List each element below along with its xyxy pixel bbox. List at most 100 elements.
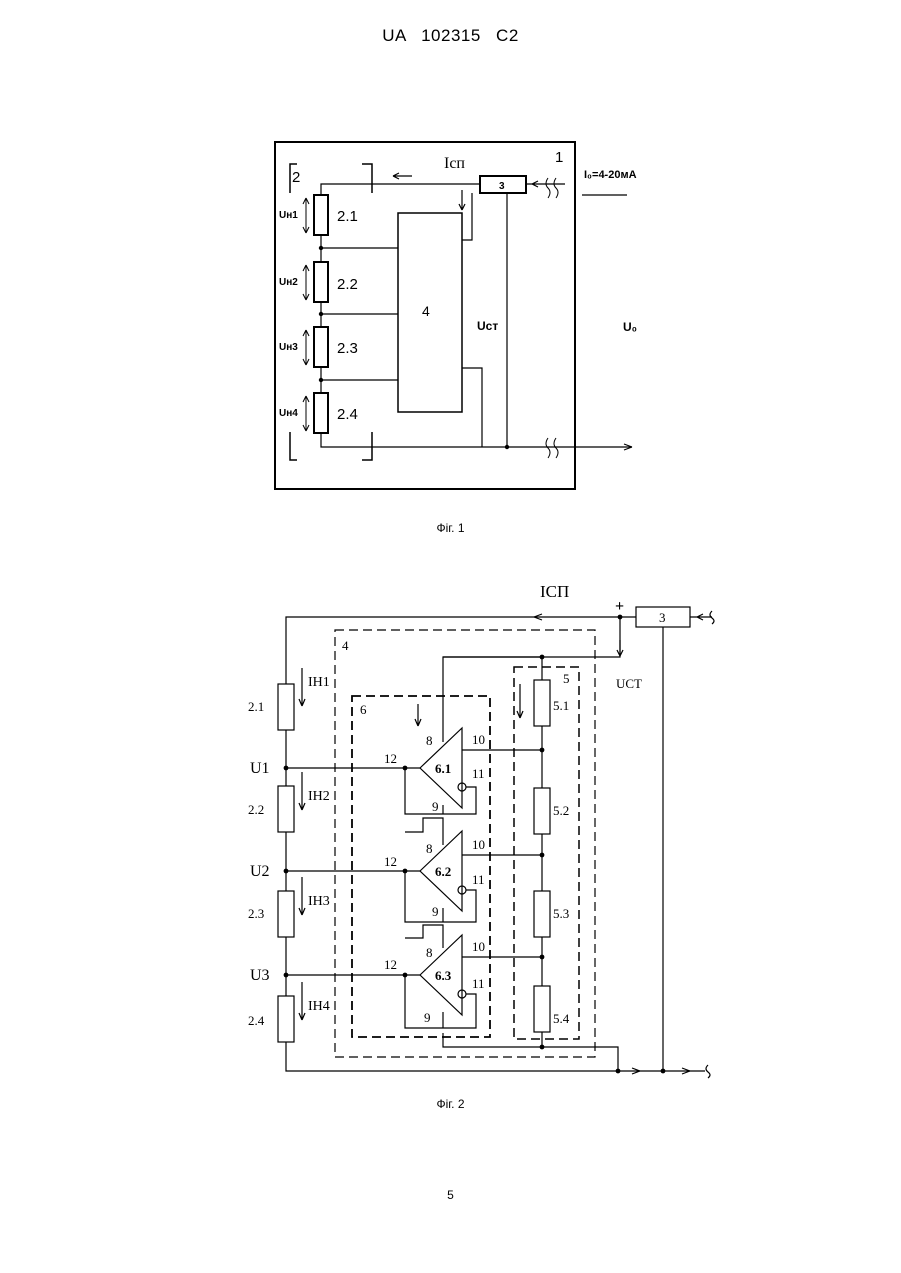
fig1-break-top [546, 178, 558, 198]
fig1-label-2-2: 2.2 [337, 276, 358, 293]
fig2-ust-arrow [617, 640, 623, 656]
fig2-input-wire [690, 614, 712, 620]
fig1-label-u0: U₀ [623, 320, 637, 334]
fig2-input-break [710, 611, 714, 624]
fig2-label-5-1: 5.1 [553, 698, 569, 713]
fig1-node [319, 312, 323, 316]
fig2-label-6-3: 6.3 [435, 968, 452, 983]
fig2-pin8-arrow [415, 684, 523, 726]
fig2-node [616, 1069, 621, 1074]
page-number: 5 [0, 1188, 901, 1202]
fig2-node [284, 766, 289, 771]
fig2-node [618, 615, 623, 620]
fig2-label-plus: + [615, 598, 624, 615]
fig1-resistor-chain [321, 235, 632, 447]
fig2-label-2-4: 2.4 [248, 1013, 265, 1028]
fig2-pin-9: 9 [432, 904, 439, 919]
fig1-label-uh2: Uн2 [279, 277, 298, 288]
fig2-resistor-chain [286, 730, 705, 1071]
fig2-label-6-2: 6.2 [435, 864, 451, 879]
fig2-resistor-2-4 [278, 996, 294, 1042]
fig2-caption: Фіг. 2 [0, 1097, 901, 1111]
fig1-label-2-3: 2.3 [337, 340, 358, 357]
fig2-label-u2: U2 [250, 863, 270, 880]
fig2-resistor-2-1 [278, 684, 294, 730]
fig2-label-ih2: IН2 [308, 789, 330, 804]
fig2-label-2-3: 2.3 [248, 906, 264, 921]
fig1-label-uh4: Uн4 [279, 408, 298, 419]
fig2-block-5 [514, 667, 579, 1039]
fig2-resistor-5-2 [534, 788, 550, 834]
fig2-node [540, 853, 545, 858]
fig2-resistor-5-3 [534, 891, 550, 937]
fig2-ih-arrows [299, 668, 305, 1020]
fig1-label-4: 4 [422, 303, 430, 319]
fig2-pin10-wires [462, 750, 542, 957]
fig2-node [540, 1045, 545, 1050]
fig2-block-6 [352, 696, 490, 1037]
fig2-label-ust: UСТ [616, 676, 642, 691]
fig1-label-2-4: 2.4 [337, 406, 358, 423]
fig2-pin-11: 11 [472, 976, 485, 991]
fig2-label-5-4: 5.4 [553, 1011, 570, 1026]
fig2-node [661, 1069, 666, 1074]
fig2-pin-8: 8 [426, 841, 433, 856]
fig1-resistor-2-1 [314, 195, 328, 235]
fig1-resistor-2-4 [314, 393, 328, 433]
fig2-pin-12: 12 [384, 957, 397, 972]
fig2-label-ih4: IН4 [308, 999, 330, 1014]
fig2-pin-10: 10 [472, 732, 485, 747]
fig2-label-ih3: IН3 [308, 894, 330, 909]
fig2-node [540, 955, 545, 960]
fig1-node [319, 246, 323, 250]
fig1-label-i0: I₀=4-20мА [584, 169, 637, 181]
fig2-divider-top [443, 657, 542, 680]
fig1-label-icp: Iсп [444, 155, 465, 172]
fig2-pin-9: 9 [432, 799, 439, 814]
fig2-resistor-5-1 [534, 680, 550, 726]
fig2-label-ih1: IН1 [308, 675, 330, 690]
fig1-icp-down-arrow [459, 190, 465, 210]
fig2-node [284, 869, 289, 874]
fig1-uh-arrows [303, 198, 309, 431]
figure-1 [275, 142, 632, 489]
fig1-label-2: 2 [292, 169, 300, 186]
fig2-pin-10: 10 [472, 939, 485, 954]
fig1-top-wire [321, 184, 480, 195]
fig1-block-2-frame [290, 164, 372, 460]
fig1-label-2-1: 2.1 [337, 208, 358, 225]
fig2-resistor-5-4 [534, 986, 550, 1032]
fig2-label-2-1: 2.1 [248, 699, 264, 714]
fig1-node [319, 378, 323, 382]
fig1-block3-to-4 [462, 193, 472, 240]
fig2-pin-8: 8 [426, 945, 433, 960]
fig2-label-5-3: 5.3 [553, 906, 569, 921]
fig2-pin-10: 10 [472, 837, 485, 852]
fig1-label-uh3: Uн3 [279, 342, 298, 353]
fig2-pin-12: 12 [384, 751, 397, 766]
fig2-node [403, 869, 408, 874]
figure-2-labels: IСП + 3 4 5 6 UСТ 2.1 2.2 2.3 2.4 IН1 IН… [248, 582, 666, 1028]
fig2-node [540, 748, 545, 753]
fig2-pin-12: 12 [384, 854, 397, 869]
fig1-label-uh1: Uн1 [279, 210, 298, 221]
figure-2 [278, 607, 714, 1078]
fig2-label-u1: U1 [250, 760, 270, 777]
fig1-label-ust: Uст [477, 319, 498, 333]
fig2-label-2-2: 2.2 [248, 802, 264, 817]
fig1-break-bottom [546, 438, 558, 458]
fig2-label-u3: U3 [250, 967, 270, 984]
fig2-pin-11: 11 [472, 872, 485, 887]
fig2-node [540, 655, 545, 660]
fig1-resistor-2-3 [314, 327, 328, 367]
fig2-label-5-2: 5.2 [553, 803, 569, 818]
fig2-resistor-2-2 [278, 786, 294, 832]
fig2-node [403, 973, 408, 978]
fig1-label-3: 3 [499, 181, 505, 192]
fig1-input-wire [526, 181, 627, 195]
fig1-icp-arrow [393, 173, 412, 179]
fig2-pin-11: 11 [472, 766, 485, 781]
fig2-label-3: 3 [659, 610, 666, 625]
